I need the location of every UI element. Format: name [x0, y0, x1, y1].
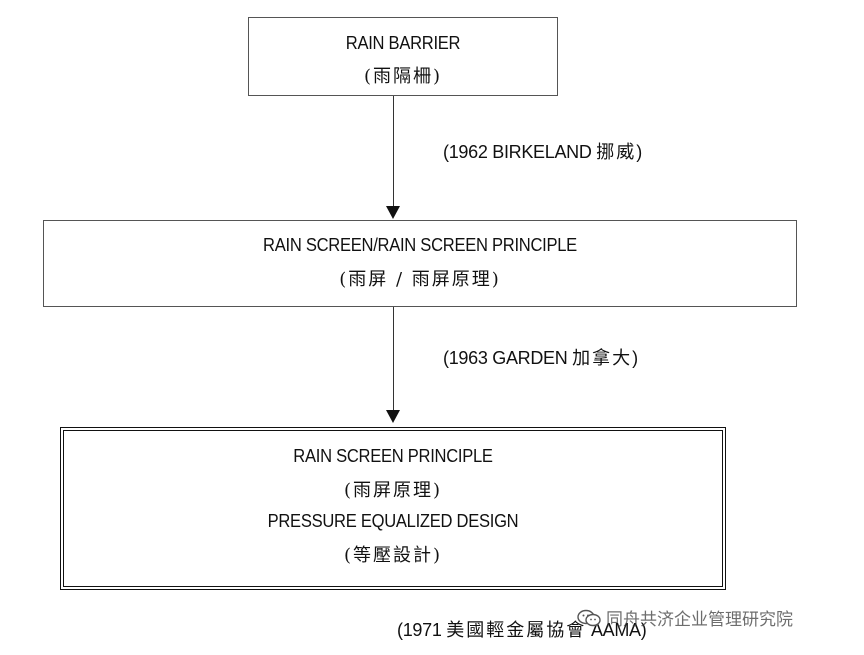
node-label-zh: (雨隔柵)	[363, 66, 443, 87]
node-rain-screen-principle: RAIN SCREEN PRINCIPLE (雨屏原理) PRESSURE EQ…	[60, 427, 726, 590]
edge-label-suffix: )	[632, 348, 638, 368]
edge-label-1962: (1962 BIRKELAND 挪威)	[443, 138, 642, 164]
footnote-cjk: 美國輕金屬協會	[446, 620, 587, 641]
edge-label-cjk: 挪威	[596, 142, 637, 163]
wechat-icon	[576, 608, 602, 628]
node-label-zh: (雨屏原理)	[343, 480, 443, 501]
watermark: 同舟共济企业管理研究院	[576, 605, 793, 630]
edge-label-prefix: (1962 BIRKELAND	[443, 142, 597, 162]
arrow-down-icon	[386, 206, 400, 219]
edge-line-2	[393, 307, 394, 411]
footnote-1971: (1971 美國輕金屬協會 AAMA)	[397, 616, 647, 642]
node-label-en: RAIN SCREEN PRINCIPLE	[293, 446, 493, 466]
node-label-zh: (雨屏 / 雨屏原理)	[339, 269, 501, 290]
node-rain-barrier: RAIN BARRIER (雨隔柵)	[248, 17, 558, 96]
node-label-en: RAIN SCREEN/RAIN SCREEN PRINCIPLE	[263, 235, 577, 255]
node-label-zh-secondary: (等壓設計)	[343, 545, 443, 566]
node-label-en: RAIN BARRIER	[345, 33, 461, 53]
edge-label-cjk: 加拿大	[572, 348, 633, 369]
watermark-text: 同舟共济企业管理研究院	[606, 610, 793, 629]
arrow-down-icon	[386, 410, 400, 423]
edge-label-suffix: )	[636, 142, 642, 162]
edge-line-1	[393, 96, 394, 208]
footnote-prefix: (1971	[397, 620, 447, 640]
edge-label-prefix: (1963 GARDEN	[443, 348, 573, 368]
node-rain-screen: RAIN SCREEN/RAIN SCREEN PRINCIPLE (雨屏 / …	[43, 220, 797, 307]
edge-label-1963: (1963 GARDEN 加拿大)	[443, 344, 638, 370]
footnote-suffix: AAMA)	[586, 620, 647, 640]
node-label-en-secondary: PRESSURE EQUALIZED DESIGN	[267, 511, 519, 531]
